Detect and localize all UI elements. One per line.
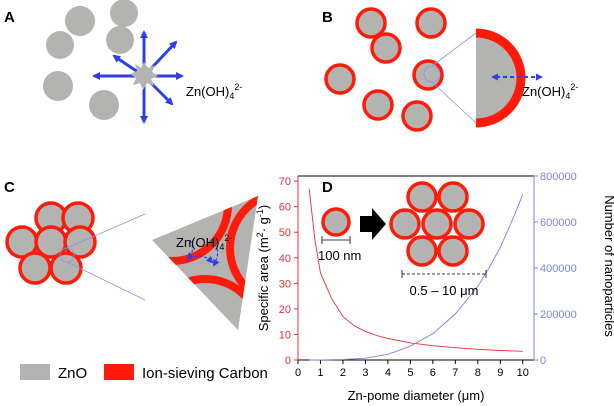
coated-zno-particle [49, 251, 83, 285]
y-left-tick-label: 20 [279, 304, 291, 316]
nanoparticle-count-line [309, 194, 524, 361]
y-right-tick-label: 600000 [540, 217, 577, 229]
panel-b-ion-label: Zn(OH)42- [522, 82, 578, 101]
panel-b-label: B [322, 9, 333, 26]
x-tick-label: 6 [430, 367, 436, 379]
panel-a-ion-label: Zn(OH)42- [186, 82, 242, 101]
panel-d-label: D [322, 179, 333, 196]
x-axis-label: Zn-pome diameter (μm) [348, 388, 485, 403]
coated-zno-particle [370, 32, 402, 64]
coated-zno-particle [406, 181, 438, 213]
zno-particle [106, 26, 134, 54]
zno-particle [43, 71, 73, 101]
x-tick-label: 3 [362, 367, 368, 379]
y-right-tick-label: 200000 [540, 309, 577, 321]
y-left-tick-label: 70 [279, 176, 291, 188]
y-left-ticks: 0 10 20 30 40 50 60 70 [279, 176, 298, 367]
x-ticks: 0 1 2 3 4 5 6 7 8 9 10 [295, 360, 529, 379]
y-left-tick-label: 50 [279, 227, 291, 239]
dissolving-particle-icon [130, 62, 158, 90]
x-tick-label: 10 [517, 367, 529, 379]
panel-c: C Zn(OH)42- [4, 179, 258, 330]
confined-ion-arrow [186, 239, 195, 260]
zno-particle [110, 0, 138, 27]
confined-ion-arrow [185, 255, 214, 264]
coated-zno-particle [355, 7, 387, 39]
panel-a-label: A [4, 9, 15, 26]
zoom-line [66, 261, 146, 301]
y-left-tick-label: 40 [279, 253, 291, 265]
legend-carbon-label: Ion-sieving Carbon [142, 365, 268, 382]
legend-carbon-swatch [104, 364, 134, 380]
single-nanoparticle [321, 207, 351, 237]
coated-zno-particle [412, 59, 444, 91]
coated-zno-particle [421, 208, 453, 240]
coated-zno-particle [437, 181, 469, 213]
y-right-tick-label: 0 [540, 355, 546, 367]
coated-zno-particle [389, 208, 421, 240]
inset-scheme: 100 nm 0.5 – 10 μm [318, 181, 487, 298]
coated-zno-particle [362, 89, 394, 121]
coated-zno-particle [401, 100, 433, 132]
series-lines [308, 188, 524, 361]
panel-d: D 0 1 2 3 4 5 6 7 8 9 10 0 10 20 30 40 50 60 70 0 200000 40… [255, 171, 614, 403]
zoom-line [431, 32, 477, 67]
coated-zno-particle [415, 7, 447, 39]
scale-label-single: 100 nm [318, 248, 361, 263]
coated-particles [324, 7, 447, 132]
x-tick-label: 7 [452, 367, 458, 379]
coated-zno-particle [453, 208, 485, 240]
coated-zno-particle [437, 235, 469, 267]
x-tick-label: 2 [340, 367, 346, 379]
y-left-tick-label: 60 [279, 202, 291, 214]
x-tick-label: 4 [385, 367, 391, 379]
y-right-ticks: 0 200000 400000 600000 800000 [534, 171, 577, 367]
zoom-line [431, 81, 477, 124]
x-tick-label: 1 [317, 367, 323, 379]
coated-zno-particle [324, 63, 356, 95]
x-tick-label: 9 [497, 367, 503, 379]
y-right-tick-label: 800000 [540, 171, 577, 183]
y-left-tick-label: 0 [285, 355, 291, 367]
zn-pome-cluster [5, 201, 97, 285]
panel-b: B Zn(OH)42- [322, 7, 578, 132]
y-right-tick-label: 400000 [540, 263, 577, 275]
y-left-tick-label: 30 [279, 278, 291, 290]
y-left-tick-label: 10 [279, 329, 291, 341]
x-tick-label: 5 [407, 367, 413, 379]
coated-zno-particle [406, 235, 438, 267]
legend: ZnO Ion-sieving Carbon [20, 364, 268, 382]
zno-particle [89, 90, 119, 120]
confined-ion-arrow [211, 239, 220, 267]
x-tick-label: 0 [295, 367, 301, 379]
legend-zno-swatch [20, 364, 50, 380]
panel-c-ion-label: Zn(OH)42- [176, 233, 232, 252]
specific-area-line [308, 188, 523, 352]
zno-particle [46, 31, 74, 59]
panel-a: A Zn(OH)42- [4, 0, 242, 124]
panel-c-label: C [4, 179, 15, 196]
scale-label-pome: 0.5 – 10 μm [410, 283, 479, 298]
zno-particle [65, 6, 95, 36]
y-right-axis-label: Number of nanoparticles [602, 195, 614, 337]
assembly-arrow-icon [360, 208, 386, 240]
x-tick-label: 8 [475, 367, 481, 379]
legend-zno-label: ZnO [58, 365, 87, 382]
coated-zno-particle [18, 251, 52, 285]
y-left-axis-label: Specific area (m2· g-1) [255, 205, 271, 331]
zn-pome-inset [389, 181, 485, 267]
zoom-line [66, 213, 146, 249]
